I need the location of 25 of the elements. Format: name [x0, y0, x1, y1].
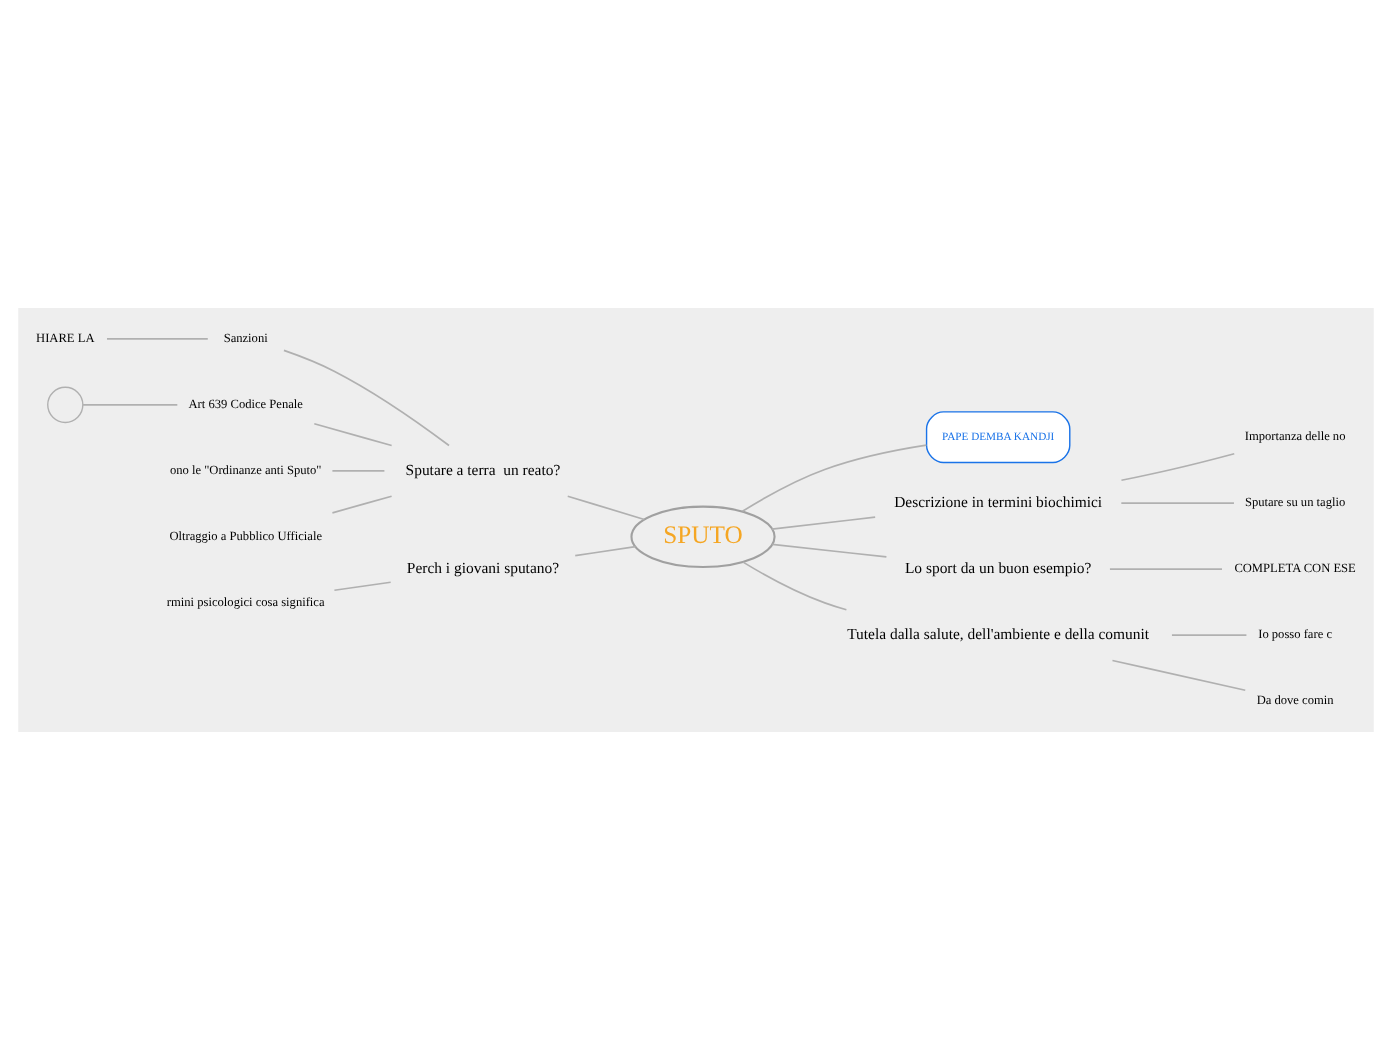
node-ellipse: SPUTO	[630, 505, 776, 569]
node-circle	[47, 386, 84, 424]
connector	[741, 444, 928, 513]
connector	[331, 495, 393, 514]
connector	[82, 404, 179, 406]
connector	[1109, 568, 1223, 570]
connector	[1120, 502, 1235, 504]
connector	[333, 581, 392, 592]
node-text: Tutela dalla salute, dell'ambiente e della comunit	[847, 625, 1150, 644]
connector	[566, 495, 646, 521]
connector	[313, 422, 393, 447]
connector	[574, 545, 637, 557]
node-text: Sputare a terra un reato?	[405, 460, 561, 479]
connector	[771, 543, 888, 558]
connector	[1171, 634, 1248, 636]
connector	[771, 516, 876, 530]
connector	[1120, 452, 1236, 482]
node-text: Perch i giovani sputano?	[406, 559, 560, 578]
connector	[283, 349, 450, 447]
node-text: Descrizione in termini biochimici	[894, 493, 1103, 512]
connector	[106, 338, 209, 340]
node-text: Lo sport da un buon esempio?	[904, 559, 1092, 578]
connector	[331, 470, 386, 472]
connector	[742, 561, 848, 611]
connector	[1111, 659, 1247, 692]
